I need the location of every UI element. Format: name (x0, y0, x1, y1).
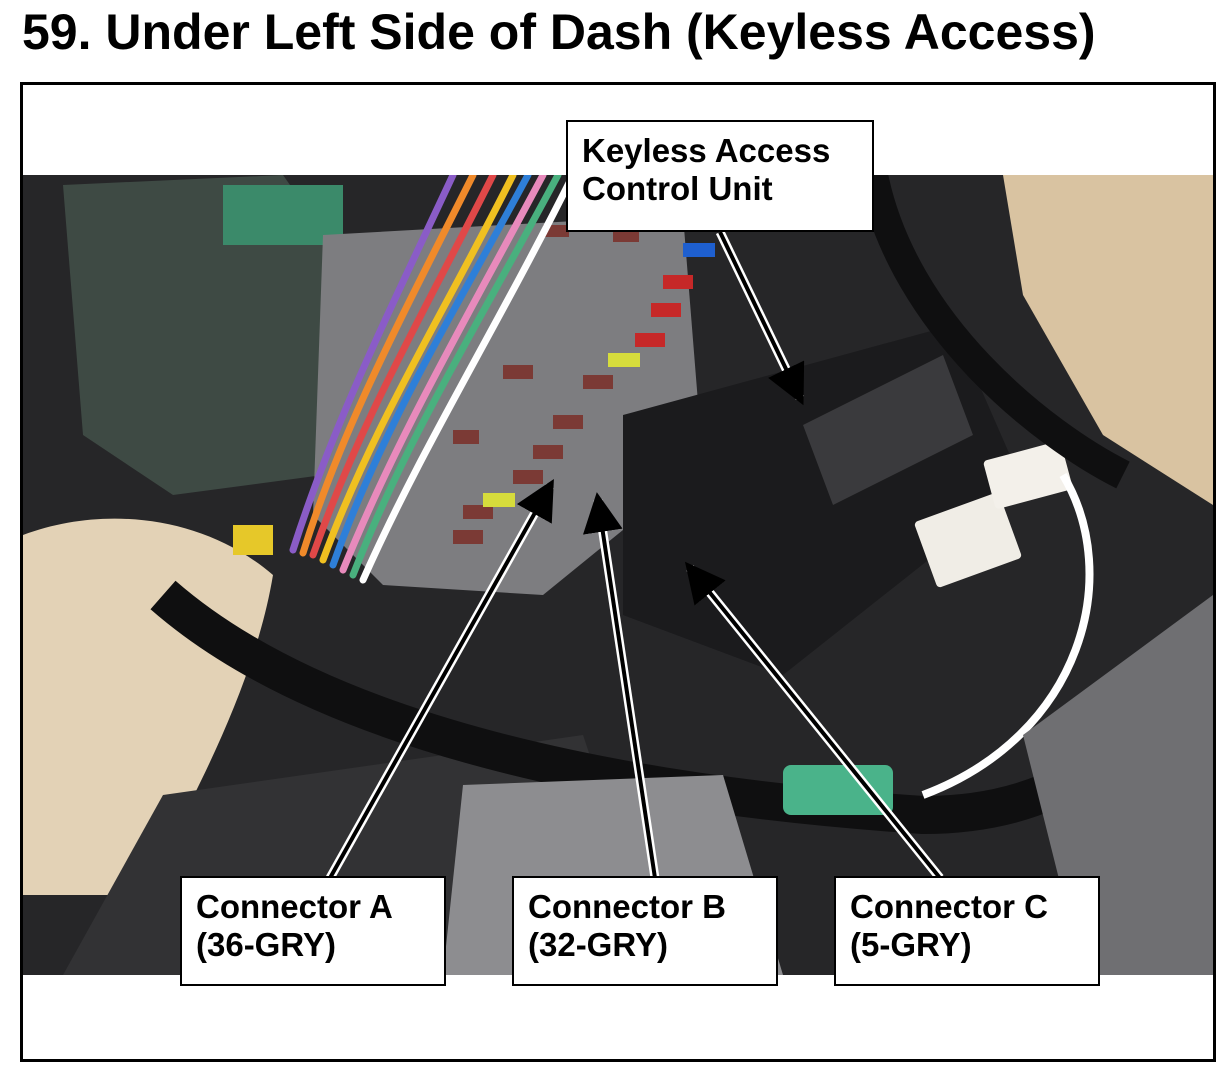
callout-line: Keyless Access (582, 132, 831, 169)
callout-line: (36-GRY) (196, 926, 336, 963)
callout-line: Connector B (528, 888, 726, 925)
callout-connector-b: Connector B (32-GRY) (512, 876, 778, 986)
callout-line: Control Unit (582, 170, 773, 207)
callout-line: Connector C (850, 888, 1048, 925)
beige-trim-right (1003, 175, 1213, 505)
callout-line: (32-GRY) (528, 926, 668, 963)
callout-keyless-control-unit: Keyless Access Control Unit (566, 120, 874, 232)
dash-photo (23, 175, 1213, 975)
callout-connector-c: Connector C (5-GRY) (834, 876, 1100, 986)
callout-line: (5-GRY) (850, 926, 972, 963)
callout-line: Connector A (196, 888, 393, 925)
page-title: 59. Under Left Side of Dash (Keyless Acc… (22, 4, 1096, 60)
callout-connector-a: Connector A (36-GRY) (180, 876, 446, 986)
